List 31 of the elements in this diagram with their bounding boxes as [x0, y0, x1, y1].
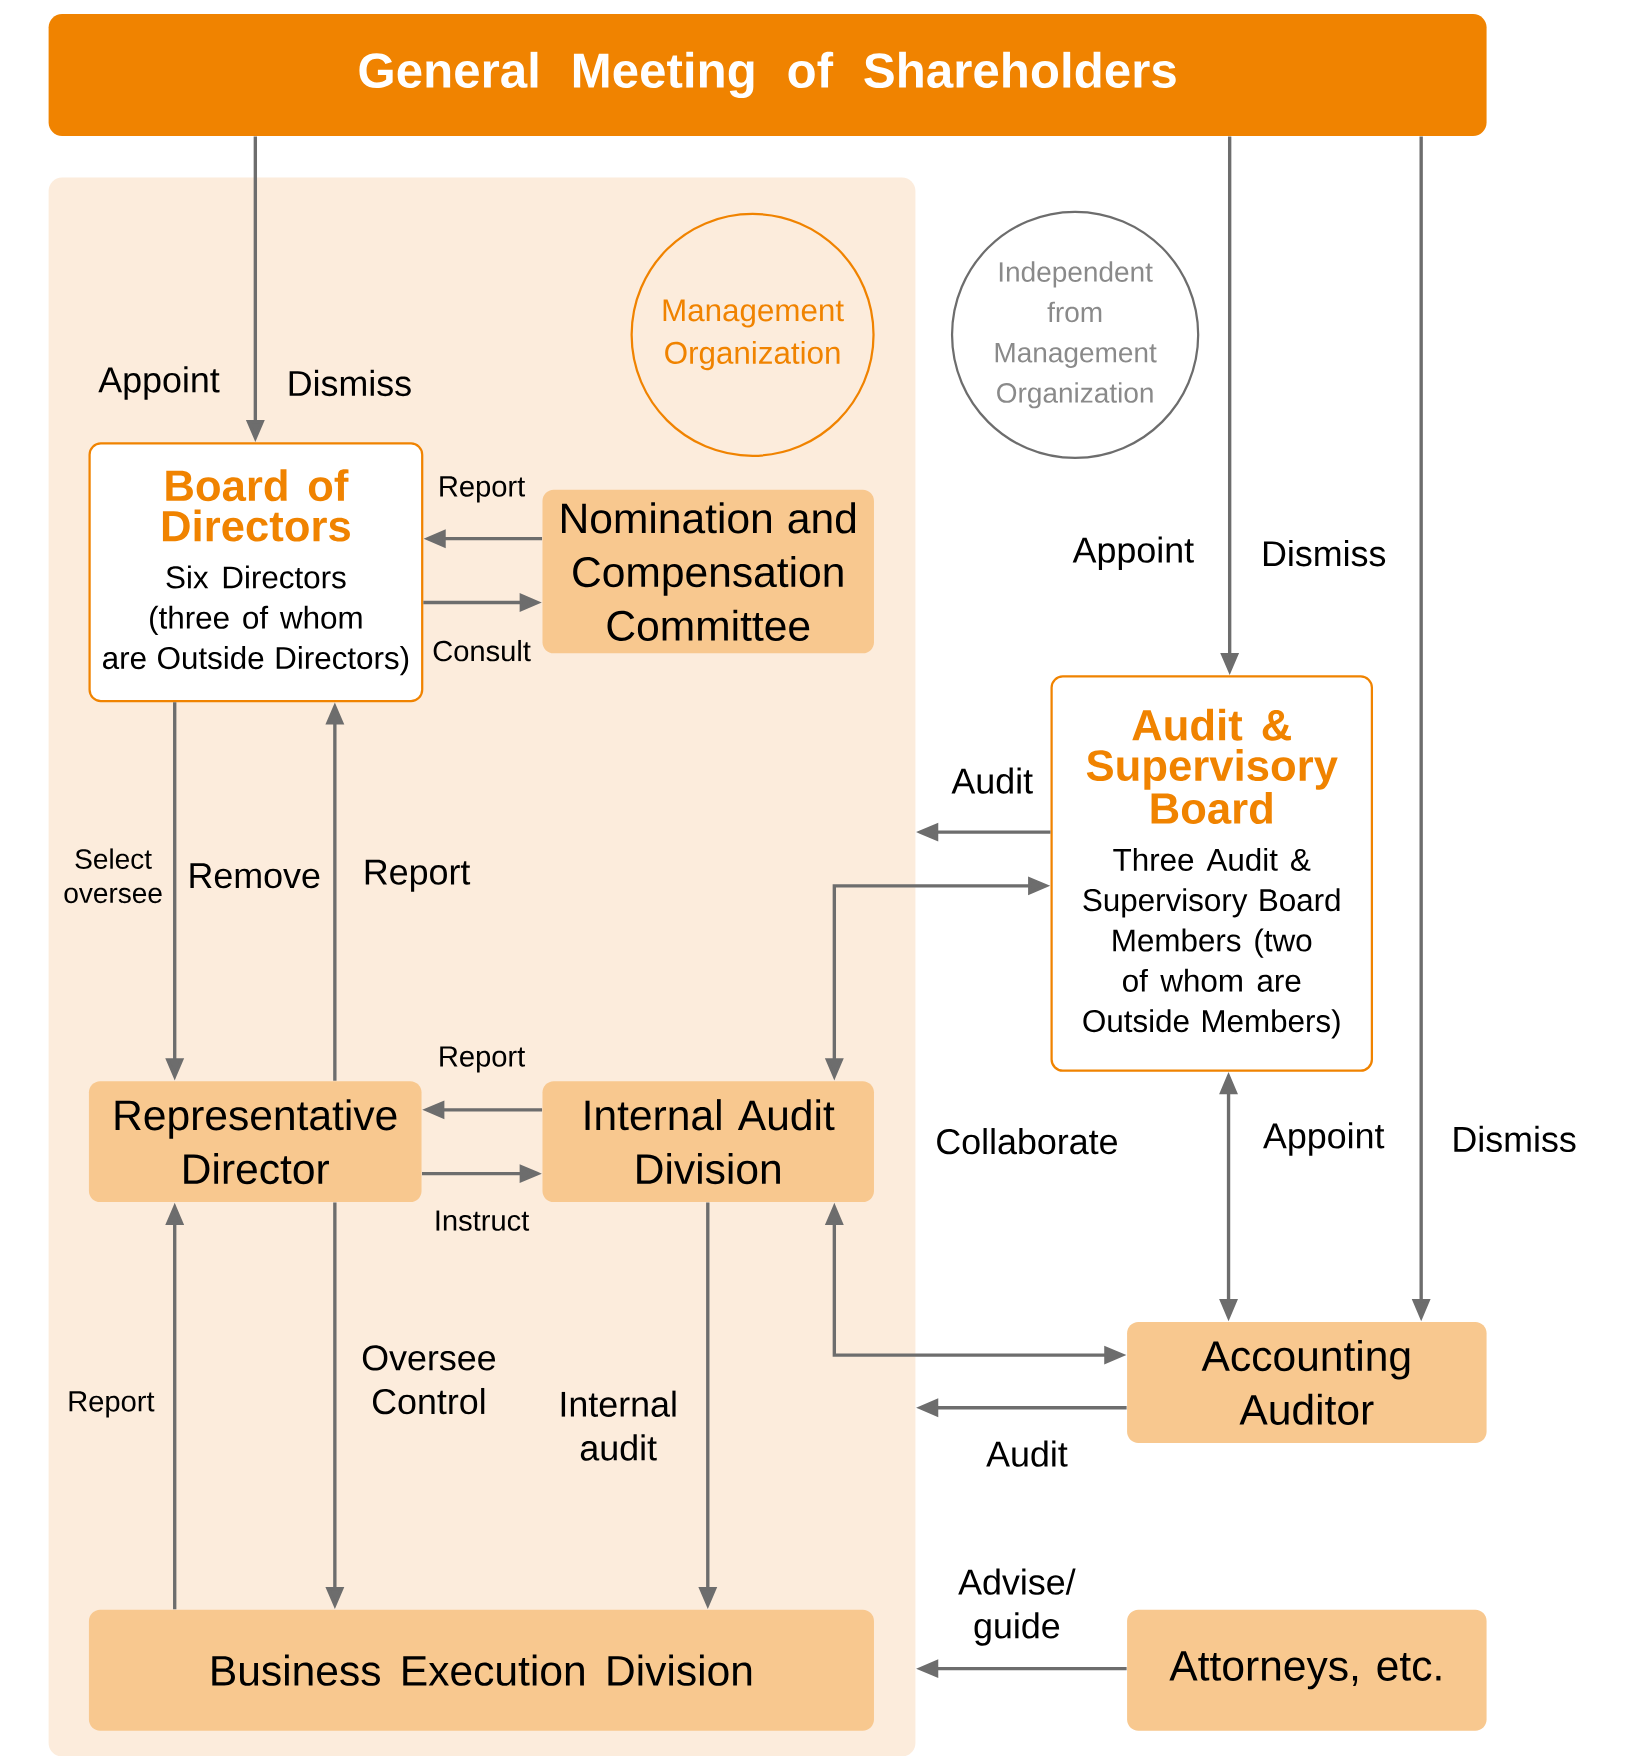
edge-label: Report [69, 1391, 155, 1418]
line-label: Remove [190, 863, 320, 889]
board-box: Audit & Supervisory Board Three Audit & Supervisory Board Members (two of whom are Outside Members) [1050, 675, 1373, 1072]
line-label: Select oversee [64, 848, 162, 904]
division-box: Business Execution Division [88, 1609, 874, 1731]
header-bar: General Meeting of Shareholders [48, 13, 1487, 136]
edge-label: Report [440, 1046, 525, 1073]
line-label: Appoint [98, 366, 220, 400]
division-box: Accounting Auditor [1127, 1321, 1487, 1443]
division-box: Representative Director [88, 1081, 422, 1203]
edge-label: Report [440, 476, 525, 503]
line-label: Dismiss [289, 369, 411, 397]
edge-label: Instruct [436, 1210, 530, 1231]
edge-label: Consult [433, 639, 531, 662]
line-label: Dismiss [1454, 1125, 1576, 1153]
line-label: Dismiss [1263, 540, 1386, 567]
circle-label: Independent from Management Organization [950, 210, 1200, 460]
division-box: Attorneys, etc. [1127, 1609, 1487, 1731]
division-box: Internal Audit Division [542, 1081, 874, 1203]
edge-label: Audit [951, 767, 1033, 794]
line-label: Appoint [1072, 536, 1194, 570]
edge-label: Internal audit [561, 1390, 676, 1461]
division-box: Nomination and Compensation Committee [542, 489, 874, 654]
edge-label: Report [365, 859, 471, 892]
line-label: Collaborate [937, 1128, 1117, 1155]
edge-label: Audit [986, 1440, 1068, 1467]
line-label: Appoint [1263, 1122, 1385, 1156]
edge-label: Advise/ guide [958, 1568, 1076, 1646]
board-box: Board of Directors Six Directors (three of whom are Outside Directors) [88, 442, 424, 703]
edge-label: Oversee Control [362, 1345, 496, 1415]
circle-label: Management Organization [630, 212, 875, 457]
